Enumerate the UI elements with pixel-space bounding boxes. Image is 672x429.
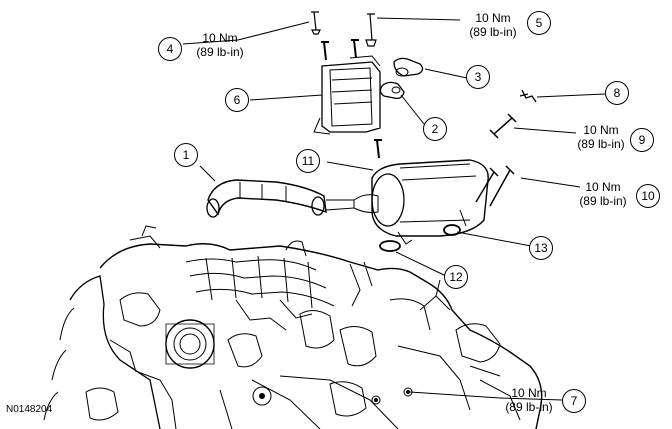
leader-8	[536, 93, 606, 98]
torque-metric: 10 Nm	[511, 386, 547, 400]
torque-label-10: 10 Nm (89 lb-in)	[570, 180, 636, 208]
bolt-4	[311, 11, 321, 35]
torque-imperial: (89 lb-in)	[579, 194, 627, 208]
vent-valve-bracket	[321, 61, 381, 133]
torque-metric: 10 Nm	[583, 123, 619, 137]
leader-6	[249, 94, 323, 101]
leader-5	[376, 17, 461, 21]
leader-4	[182, 39, 239, 45]
hose-connector-2	[379, 81, 405, 100]
engine-outline	[99, 243, 543, 429]
callout-9: 9	[630, 128, 654, 152]
torque-imperial: (89 lb-in)	[469, 25, 517, 39]
callout-1: 1	[174, 143, 198, 167]
torque-label-9: 10 Nm (89 lb-in)	[568, 123, 634, 151]
torque-imperial: (89 lb-in)	[505, 400, 553, 414]
callout-4: 4	[158, 37, 182, 61]
leader-12	[395, 251, 447, 277]
callout-7: 7	[562, 389, 586, 413]
torque-label-5: 10 Nm (89 lb-in)	[460, 11, 526, 39]
leader-9	[513, 127, 577, 134]
callout-10: 10	[636, 184, 660, 208]
bolt-10b	[489, 165, 515, 207]
bolt-5	[365, 13, 377, 47]
callout-5: 5	[527, 11, 551, 35]
bolt-9	[489, 113, 517, 139]
callout-2: 2	[423, 117, 447, 141]
torque-imperial: (89 lb-in)	[577, 137, 625, 151]
clip-8	[519, 89, 537, 103]
callout-8: 8	[605, 81, 629, 105]
o-ring-12	[379, 240, 401, 252]
hose-connector-3	[393, 57, 424, 77]
torque-metric: 10 Nm	[585, 180, 621, 194]
torque-metric: 10 Nm	[475, 11, 511, 25]
throttle-body	[165, 319, 215, 369]
leader-2	[400, 94, 425, 125]
figure-id: N0148204	[6, 404, 53, 415]
callout-12: 12	[444, 265, 468, 289]
callout-11: 11	[296, 149, 320, 173]
leader-3	[424, 68, 468, 79]
o-ring-13	[443, 224, 461, 236]
leader-10	[520, 177, 581, 188]
callout-3: 3	[466, 65, 490, 89]
leader-7	[409, 391, 501, 399]
torque-label-4: 10 Nm (89 lb-in)	[190, 31, 250, 59]
leader-11	[326, 161, 374, 171]
leader-1	[199, 165, 216, 182]
leader-13	[456, 231, 532, 247]
intake-hose-1	[207, 179, 327, 216]
torque-metric: 10 Nm	[202, 31, 238, 45]
torque-label-7: 10 Nm (89 lb-in)	[496, 386, 562, 414]
callout-6: 6	[225, 88, 249, 112]
callout-13: 13	[529, 236, 553, 260]
torque-imperial: (89 lb-in)	[196, 45, 244, 59]
air-resonator-11	[371, 159, 489, 237]
bolt-10a	[475, 167, 499, 203]
